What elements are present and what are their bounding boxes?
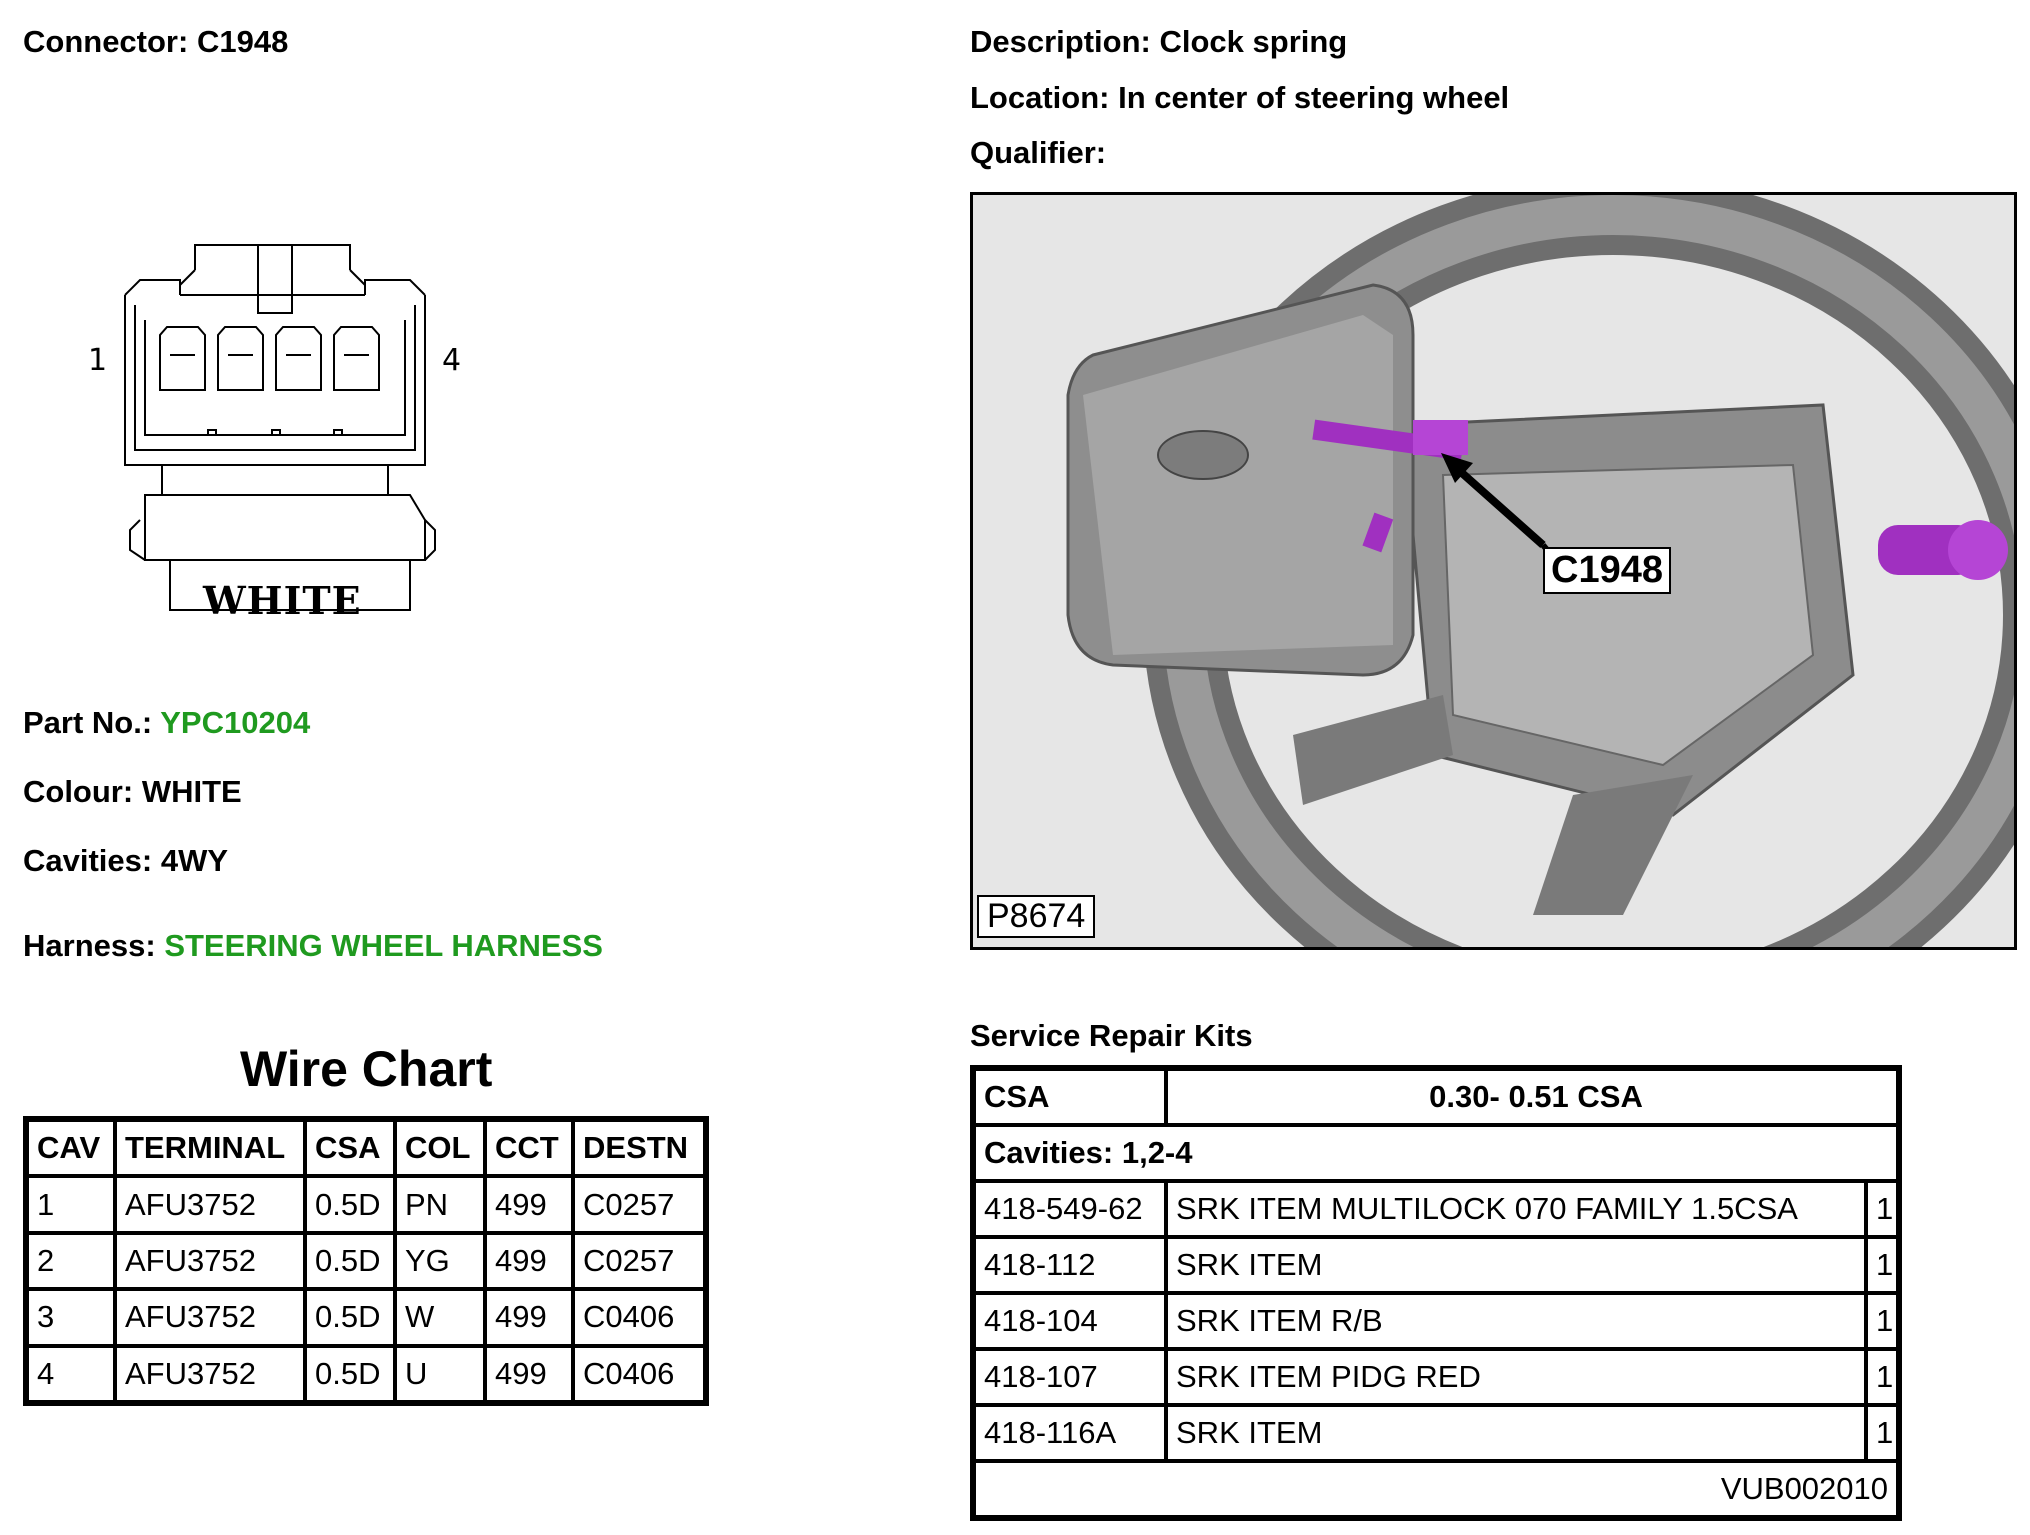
connector-label: Connector: [23,24,189,59]
colour-value: WHITE [141,774,242,809]
c1948-callout-label: C1948 [1543,547,1671,594]
table-row: 4 AFU3752 0.5D U 499 C0406 [27,1345,705,1402]
cell-terminal: AFU3752 [115,1345,305,1402]
header-destn: DESTN [573,1120,705,1177]
cell-cct: 499 [485,1232,573,1290]
connector-value: C1948 [196,24,289,59]
cell-cct: 499 [485,1176,573,1233]
cell-col: U [395,1345,485,1402]
location-label: Location: [970,80,1110,115]
cell-col: W [395,1289,485,1346]
cell-cav: 3 [27,1289,115,1346]
table-row: 418-112 SRK ITEM 1 [974,1237,1899,1293]
header-col: COL [395,1120,485,1177]
header-csa: CSA [305,1120,395,1177]
cell-csa: 0.5D [305,1176,395,1233]
table-row: 418-549-62 SRK ITEM MULTILOCK 070 FAMILY… [974,1181,1899,1237]
cell-cct: 499 [485,1345,573,1402]
part-number-label: Part No.: [23,705,153,740]
srk-part-number: 418-549-62 [974,1181,1166,1237]
qualifier-label: Qualifier: [970,135,1107,170]
cell-destn: C0257 [573,1176,705,1233]
cell-col: PN [395,1176,485,1233]
pin-1-label: 1 [88,343,107,378]
cell-cav: 1 [27,1176,115,1233]
description-heading: Description: Clock spring [970,24,1347,60]
cell-destn: C0406 [573,1345,705,1402]
cell-csa: 0.5D [305,1289,395,1346]
cavities-label: Cavities: [23,843,153,878]
connector-heading: Connector: C1948 [23,24,288,60]
srk-description: SRK ITEM MULTILOCK 070 FAMILY 1.5CSA [1166,1181,1866,1237]
steering-wheel-illustration [1066,195,2014,947]
srk-footer-row: VUB002010 [974,1461,1899,1517]
cell-terminal: AFU3752 [115,1289,305,1346]
srk-cavities-row: Cavities: 1,2-4 [974,1125,1899,1181]
harness-link[interactable]: STEERING WHEEL HARNESS [164,928,603,963]
cell-cct: 499 [485,1289,573,1346]
cell-cav: 2 [27,1232,115,1290]
srk-description: SRK ITEM R/B [1166,1293,1866,1349]
table-row: 2 AFU3752 0.5D YG 499 C0257 [27,1232,705,1290]
srk-quantity: 1 [1866,1181,1899,1237]
srk-csa-row: CSA 0.30- 0.51 CSA [974,1069,1899,1125]
part-number-link[interactable]: YPC10204 [160,705,311,740]
qualifier-heading: Qualifier: [970,135,1106,171]
header-terminal: TERMINAL [115,1120,305,1177]
srk-quantity: 1 [1866,1293,1899,1349]
srk-description: SRK ITEM [1166,1405,1866,1461]
cell-destn: C0257 [573,1232,705,1290]
photo-reference-label: P8674 [977,895,1096,938]
harness-row: Harness: STEERING WHEEL HARNESS [23,928,603,964]
srk-quantity: 1 [1866,1237,1899,1293]
table-row: 418-116A SRK ITEM 1 [974,1405,1899,1461]
location-heading: Location: In center of steering wheel [970,80,1509,116]
srk-part-number: 418-104 [974,1293,1166,1349]
srk-quantity: 1 [1866,1349,1899,1405]
steering-wheel-photo: C1948 P8674 [970,192,2017,950]
cell-csa: 0.5D [305,1232,395,1290]
srk-description: SRK ITEM [1166,1237,1866,1293]
description-value: Clock spring [1159,24,1348,59]
header-cct: CCT [485,1120,573,1177]
colour-row: Colour: WHITE [23,774,242,810]
table-row: 418-104 SRK ITEM R/B 1 [974,1293,1899,1349]
srk-footer-reference: VUB002010 [974,1461,1899,1517]
srk-quantity: 1 [1866,1405,1899,1461]
srk-csa-value: 0.30- 0.51 CSA [1166,1069,1899,1125]
table-row: 418-107 SRK ITEM PIDG RED 1 [974,1349,1899,1405]
srk-cavities: Cavities: 1,2-4 [974,1125,1899,1181]
callout-arrow [1450,462,1546,548]
cell-terminal: AFU3752 [115,1232,305,1290]
location-value: In center of steering wheel [1118,80,1510,115]
part-number-row: Part No.: YPC10204 [23,705,310,741]
harness-label: Harness: [23,928,156,963]
srk-part-number: 418-107 [974,1349,1166,1405]
srk-part-number: 418-116A [974,1405,1166,1461]
cell-terminal: AFU3752 [115,1176,305,1233]
pin-4-label: 4 [442,343,461,378]
table-row: 3 AFU3752 0.5D W 499 C0406 [27,1289,705,1346]
srk-description: SRK ITEM PIDG RED [1166,1349,1866,1405]
srk-csa-label: CSA [974,1069,1166,1125]
cell-col: YG [395,1232,485,1290]
cell-csa: 0.5D [305,1345,395,1402]
wire-chart-header-row: CAV TERMINAL CSA COL CCT DESTN [27,1120,705,1177]
description-label: Description: [970,24,1151,59]
header-cav: CAV [27,1120,115,1177]
srk-part-number: 418-112 [974,1237,1166,1293]
connector-face-diagram: 1 4 [88,244,461,611]
wire-chart-title: Wire Chart [240,1041,493,1097]
connector-colour-caption: WHITE [203,578,362,623]
cavities-value: 4WY [160,843,229,878]
colour-label: Colour: [23,774,134,809]
cavities-row: Cavities: 4WY [23,843,228,879]
wire-chart-table: CAV TERMINAL CSA COL CCT DESTN 1 AFU3752… [23,1116,709,1406]
table-row: 1 AFU3752 0.5D PN 499 C0257 [27,1176,705,1233]
cell-cav: 4 [27,1345,115,1402]
srk-title: Service Repair Kits [970,1018,1253,1053]
service-repair-kits-table: CSA 0.30- 0.51 CSA Cavities: 1,2-4 418-5… [970,1065,1903,1521]
cell-destn: C0406 [573,1289,705,1346]
